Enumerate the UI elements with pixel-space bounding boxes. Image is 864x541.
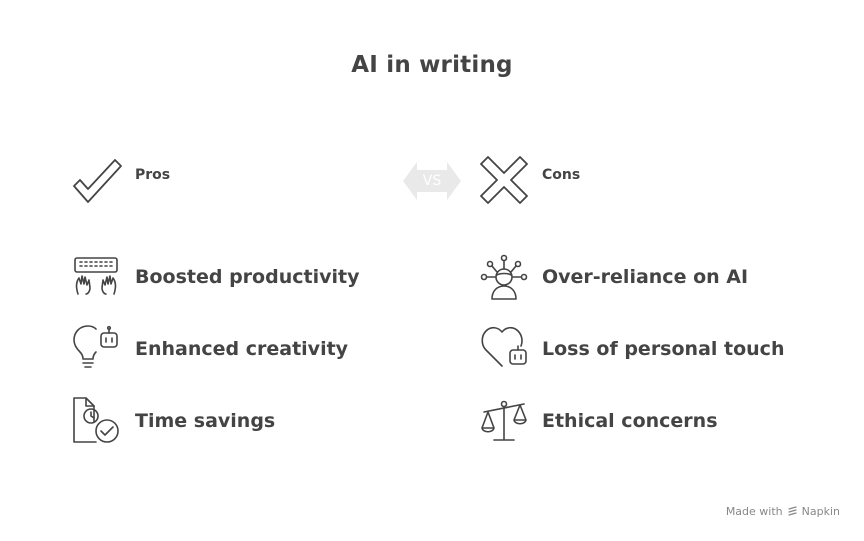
vs-badge <box>403 162 461 200</box>
balance-scale-icon <box>480 398 528 442</box>
vs-label: VS <box>422 173 442 189</box>
napkin-logo-icon <box>787 506 798 517</box>
made-with-napkin: Made with Napkin <box>726 505 840 518</box>
cons-heading: Cons <box>542 167 581 183</box>
cons-item-over-reliance: Over-reliance on AI <box>542 266 749 288</box>
pros-item-time-savings: Time savings <box>135 410 276 432</box>
heart-robot-icon <box>480 326 530 370</box>
pros-item-boosted-productivity: Boosted productivity <box>135 266 360 288</box>
pros-item-enhanced-creativity: Enhanced creativity <box>135 338 349 360</box>
napkin-brand: Napkin <box>801 505 840 518</box>
cons-item-ethical-concerns: Ethical concerns <box>542 410 718 432</box>
cons-item-loss-of-personal-touch: Loss of personal touch <box>542 338 785 360</box>
person-network-icon <box>480 253 528 301</box>
typing-hands-keyboard-icon <box>72 256 120 296</box>
page-title: AI in writing <box>351 52 513 78</box>
cross-icon <box>480 156 528 204</box>
made-with-label: Made with <box>725 505 783 518</box>
lightbulb-robot-icon <box>72 323 120 371</box>
document-clock-check-icon <box>72 396 120 444</box>
checkmark-icon <box>72 156 122 204</box>
pros-heading: Pros <box>135 167 171 183</box>
